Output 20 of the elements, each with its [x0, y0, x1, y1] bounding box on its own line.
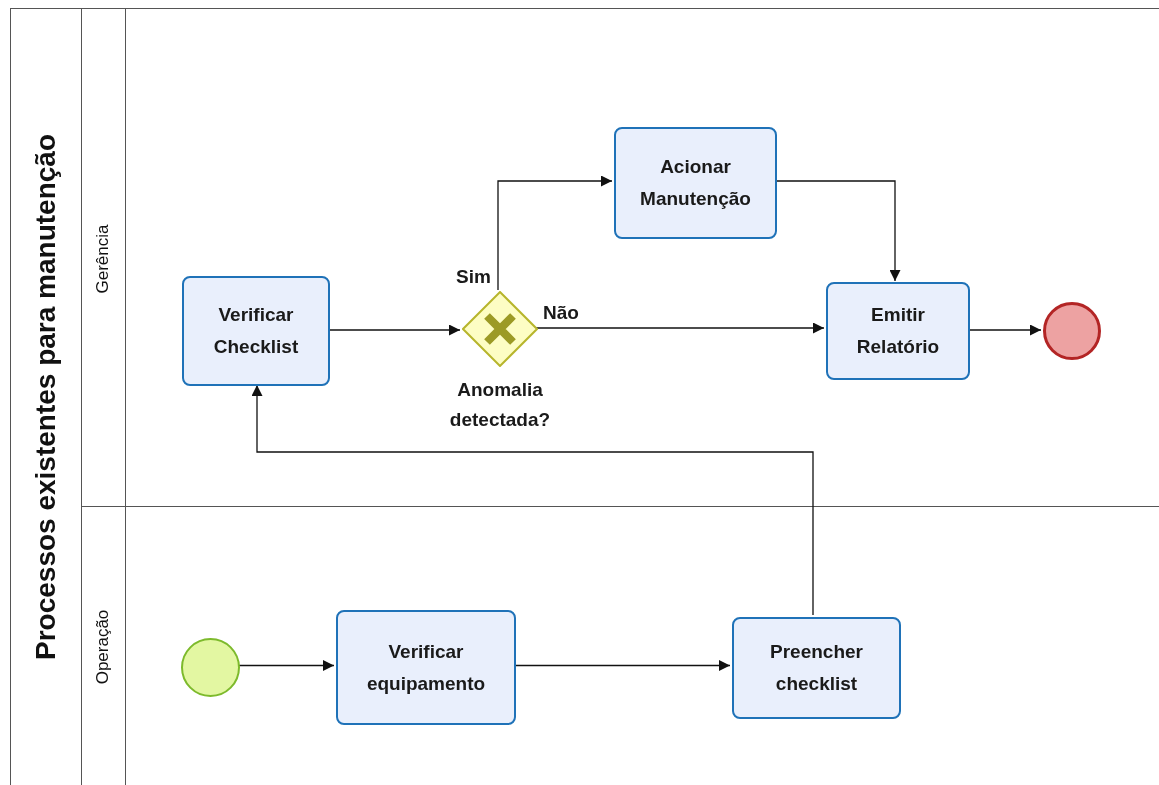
task-box: Verificar Checklist [182, 276, 330, 386]
task-box: Preencher checklist [732, 617, 901, 719]
sequence-flow-arrow [327, 324, 461, 336]
gateway-label: Anomalia detectada? [448, 378, 552, 432]
exclusive-gateway-diamond [462, 291, 538, 367]
task-box: Acionar Manutenção [614, 127, 777, 239]
pool-title: Processos existentes para manutenção [29, 133, 62, 662]
pool [10, 8, 1159, 785]
sequence-flow-arrow [535, 322, 825, 334]
swimlane [81, 506, 1159, 785]
sequence-flow-arrow [774, 180, 901, 282]
sequence-flow-arrow [497, 175, 613, 291]
lane-label: Gerência [92, 223, 114, 296]
task-box: Emitir Relatório [826, 282, 970, 380]
sequence-flow-arrow [237, 660, 335, 671]
sequence-flow-arrow [251, 384, 814, 616]
task-box: Verificar equipamento [336, 610, 516, 725]
sequence-flow-arrow [513, 660, 731, 671]
sequence-flow-arrow [967, 324, 1042, 336]
lane-label: Operação [92, 608, 114, 687]
